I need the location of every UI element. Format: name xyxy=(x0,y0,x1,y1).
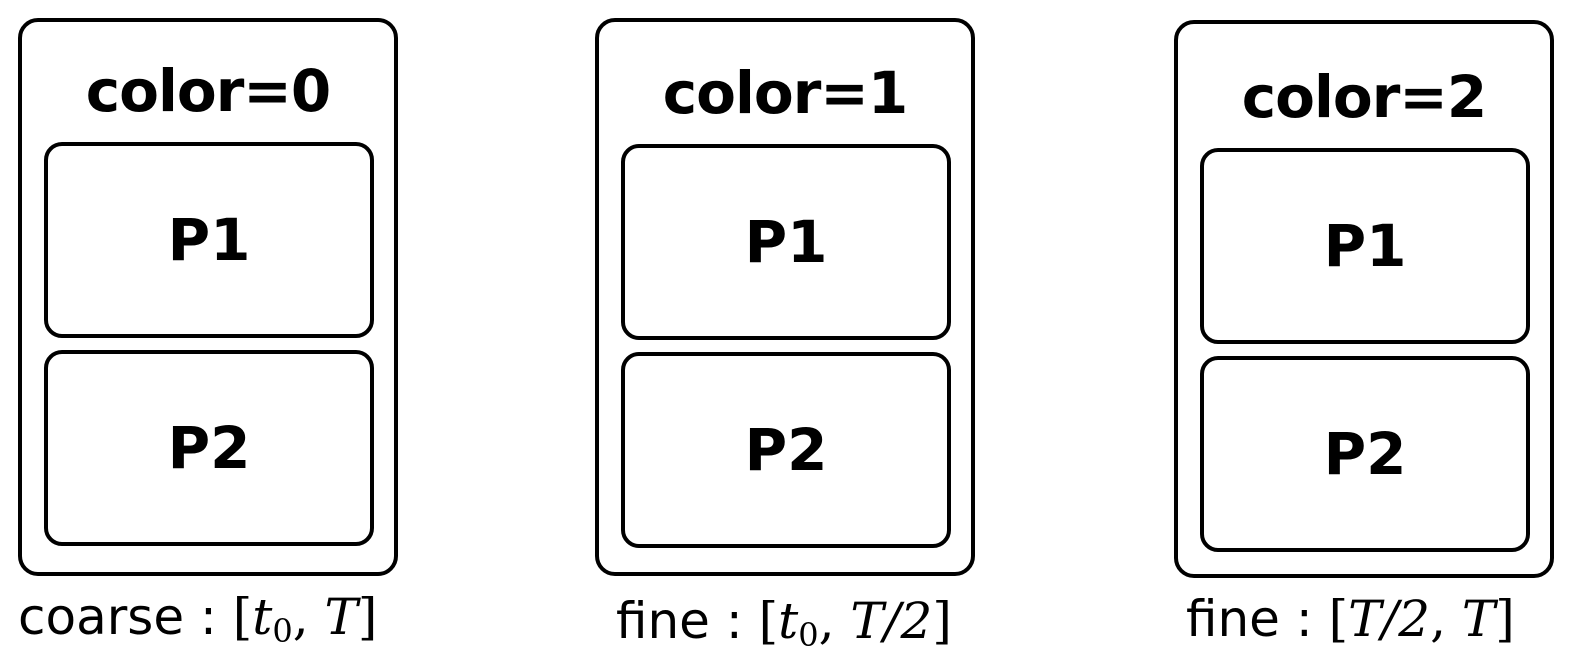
caption-separator: : xyxy=(1279,590,1329,648)
process-box-p2: P2 xyxy=(1200,356,1530,552)
grid-level-label: fine xyxy=(1186,590,1280,648)
color-group-1: color=1 P1 P2 xyxy=(595,18,975,576)
group-title: color=2 xyxy=(1241,63,1488,131)
grid-level-label: coarse xyxy=(18,588,185,646)
interval-end: T xyxy=(324,588,358,646)
group-title: color=1 xyxy=(662,59,909,127)
process-label: P2 xyxy=(167,414,251,482)
bracket-open: [ xyxy=(1328,590,1349,648)
process-label: P1 xyxy=(744,208,828,276)
interval-comma: , xyxy=(292,588,325,646)
interval-comma: , xyxy=(1430,590,1462,648)
time-interval: [t0, T] xyxy=(232,588,378,647)
interval-comma: , xyxy=(818,592,851,650)
color-group-0: color=0 P1 P2 xyxy=(18,18,398,576)
bracket-close: ] xyxy=(357,588,378,646)
interval-start: t xyxy=(252,588,273,646)
interval-end: T xyxy=(1461,590,1496,648)
interval-end: T/2 xyxy=(850,592,933,650)
process-label: P1 xyxy=(167,206,251,274)
bracket-open: [ xyxy=(232,588,253,646)
process-box-p1: P1 xyxy=(44,142,374,338)
time-range-caption: fine : [t0, T/2] xyxy=(616,596,952,651)
time-range-caption: fine : [T/2, T] xyxy=(1186,594,1515,649)
process-box-p1: P1 xyxy=(1200,148,1530,344)
bracket-close: ] xyxy=(932,592,952,650)
bracket-open: [ xyxy=(758,592,779,650)
interval-start: T/2 xyxy=(1348,590,1431,648)
grid-level-label: fine xyxy=(616,592,710,650)
caption-separator: : xyxy=(709,592,759,650)
interval-start-subscript: 0 xyxy=(798,616,819,654)
process-box-p2: P2 xyxy=(621,352,951,548)
caption-separator: : xyxy=(184,588,233,646)
time-interval: [T/2, T] xyxy=(1329,590,1515,648)
process-label: P2 xyxy=(744,416,828,484)
group-title: color=0 xyxy=(85,57,332,125)
interval-start: t xyxy=(778,592,799,650)
process-box-p2: P2 xyxy=(44,350,374,546)
interval-start-subscript: 0 xyxy=(272,612,293,650)
time-interval: [t0, T/2] xyxy=(758,592,952,651)
process-box-p1: P1 xyxy=(621,144,951,340)
process-label: P2 xyxy=(1323,420,1407,488)
process-label: P1 xyxy=(1323,212,1407,280)
time-range-caption: coarse : [t0, T] xyxy=(18,592,377,647)
bracket-close: ] xyxy=(1495,590,1515,648)
color-group-2: color=2 P1 P2 xyxy=(1174,20,1554,578)
